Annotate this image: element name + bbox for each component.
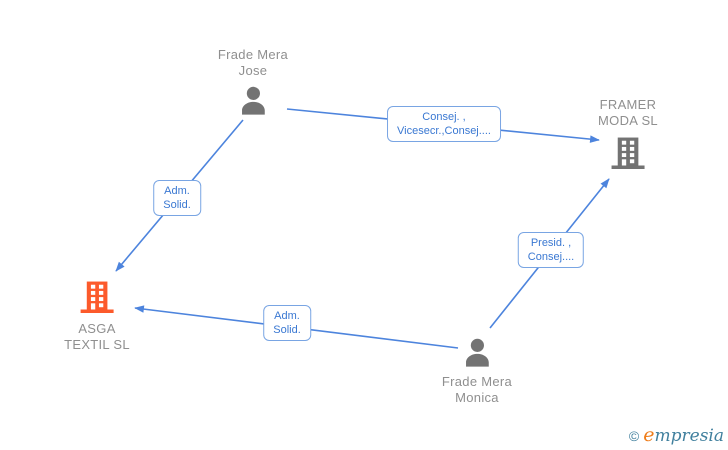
edge-label-line2: Vicesecr.,Consej.... [397, 125, 491, 137]
node-label: FRAMER MODA SL [598, 97, 658, 128]
brand-name: mpresia [654, 426, 725, 446]
node-label-line1: ASGA [78, 321, 116, 336]
brand-initial: e [643, 424, 655, 446]
edge-label-line1: Presid. , [530, 237, 572, 249]
edge-label-line1: Consej. , [422, 111, 466, 123]
node-label-line1: Frade Mera [217, 47, 289, 62]
edge-label-line2: Consej.... [527, 251, 575, 263]
node-frade-mera-monica[interactable]: Frade Mera Monica [442, 338, 512, 405]
edge-label-line2: Solid. [273, 324, 301, 336]
node-label-line1: Frade Mera [441, 374, 513, 389]
copyright-icon: © [628, 428, 640, 444]
node-label-line2: Monica [455, 389, 499, 405]
node-framer-moda-sl[interactable]: FRAMER MODA SL [598, 97, 658, 169]
node-label-line2: Jose [238, 62, 268, 78]
node-label-line1: FRAMER [599, 97, 657, 112]
person-icon [241, 86, 265, 115]
node-label-line2: MODA SL [598, 112, 658, 128]
building-icon [80, 281, 114, 313]
building-icon [611, 137, 645, 169]
node-frade-mera-jose[interactable]: Frade Mera Jose [218, 47, 288, 116]
edge-label-jose-framer: Consej. , Vicesecr.,Consej.... [387, 106, 501, 142]
person-icon [465, 338, 489, 367]
edge-label-line1: Adm. [164, 185, 190, 197]
node-label: Frade Mera Monica [442, 374, 512, 405]
edge-label-line1: Adm. [274, 310, 300, 322]
edge-label-monica-framer: Presid. , Consej.... [517, 232, 585, 268]
edge-label-monica-asga: Adm. Solid. [263, 305, 311, 341]
node-label: ASGA TEXTIL SL [64, 321, 130, 352]
node-asga-textil-sl[interactable]: ASGA TEXTIL SL [64, 280, 130, 352]
empresia-logo[interactable]: © e mpresia [629, 424, 724, 446]
node-label-line2: TEXTIL SL [64, 336, 130, 352]
edge-label-line2: Solid. [163, 199, 191, 211]
edge-label-jose-asga: Adm. Solid. [153, 180, 201, 216]
node-label: Frade Mera Jose [218, 47, 288, 78]
